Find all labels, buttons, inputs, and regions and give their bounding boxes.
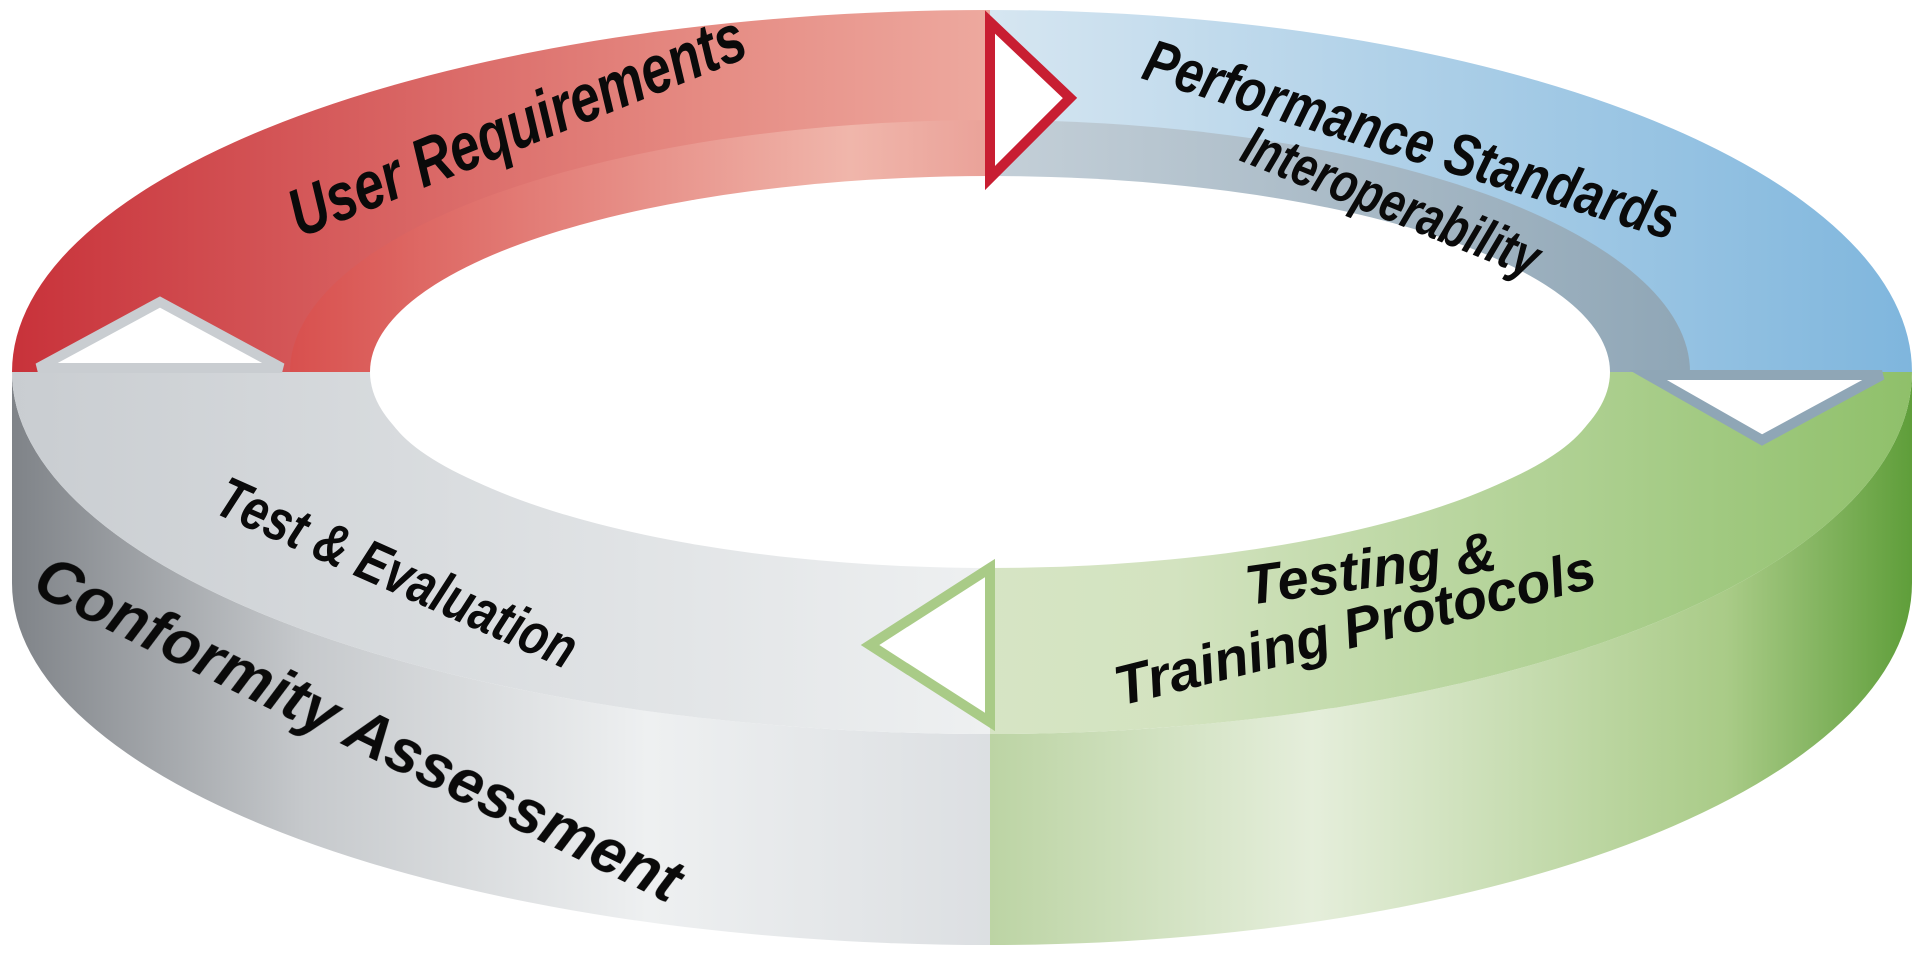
cycle-arrows <box>35 10 1885 732</box>
green-side-wall <box>990 372 1912 945</box>
arrow-green-to-grey <box>860 558 995 732</box>
grey-side-wall <box>12 372 990 945</box>
ring-side-walls <box>12 372 1912 945</box>
arrow-red-to-blue <box>985 10 1078 191</box>
ring-hole <box>380 220 1600 560</box>
arrow-blue-to-green <box>1629 370 1885 446</box>
arrow-grey-to-red <box>35 296 285 373</box>
